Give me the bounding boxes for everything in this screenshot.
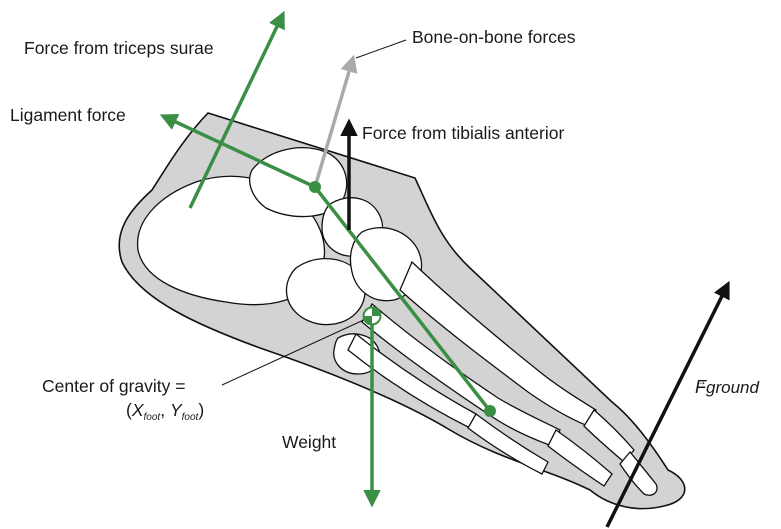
- cog-comma: ,: [160, 400, 170, 420]
- cog-y-subscript: foot: [182, 412, 199, 423]
- fground-label: →Fground: [695, 378, 759, 396]
- tibialis-force-label: Force from tibialis anterior: [362, 125, 564, 143]
- ligament-force-label: Ligament force: [10, 107, 126, 125]
- fground-vector-arrow: →: [695, 375, 707, 387]
- cog-x-symbol: X: [132, 400, 144, 420]
- forefoot-attachment-point: [484, 405, 496, 417]
- cog-close-paren: ): [198, 400, 204, 420]
- cog-label-line1: Center of gravity =: [42, 378, 185, 396]
- cog-x-subscript: foot: [144, 412, 161, 423]
- bone-forces-leader: [356, 40, 406, 58]
- foot-outline: [119, 113, 685, 509]
- triceps-force-label: Force from triceps surae: [24, 40, 214, 58]
- center-of-gravity-symbol: [364, 308, 381, 325]
- cog-label-line2: (Xfoot, Yfoot): [126, 402, 204, 423]
- bone-forces-label: Bone-on-bone forces: [412, 29, 575, 47]
- cog-y-symbol: Y: [170, 400, 182, 420]
- fground-subscript: ground: [706, 378, 759, 397]
- ankle-joint-point: [309, 181, 321, 193]
- weight-label: Weight: [282, 434, 336, 452]
